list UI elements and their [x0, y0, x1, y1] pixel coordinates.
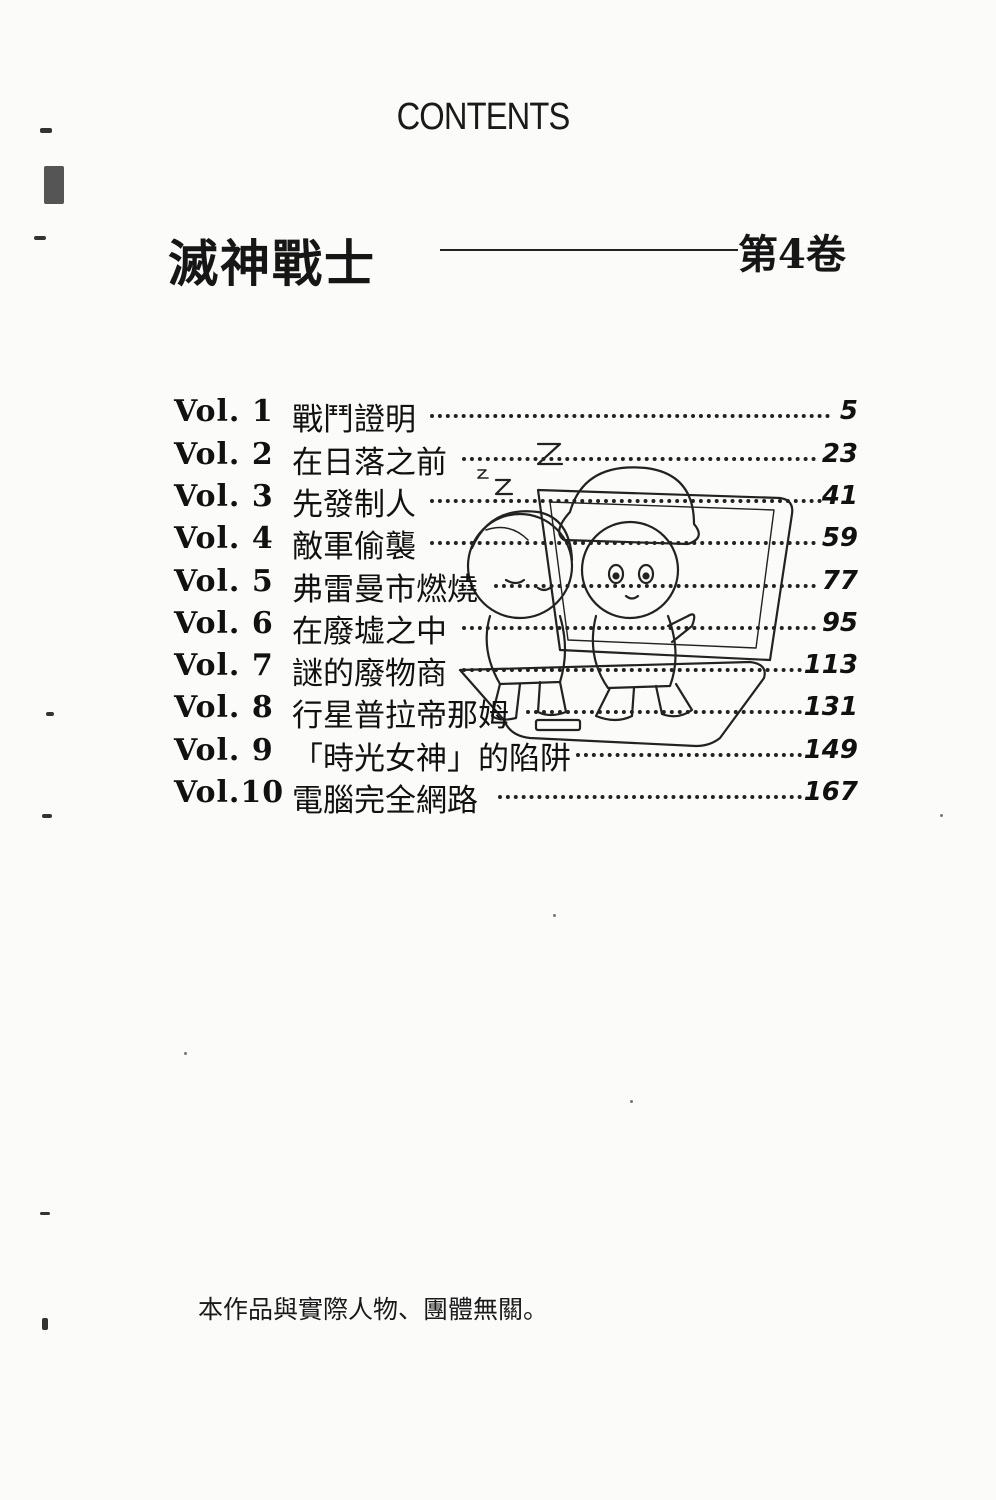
toc-row[interactable]: Vol. 9 「時光女神」的陷阱 149	[0, 733, 996, 777]
toc-chapter-title: 先發制人	[292, 487, 416, 523]
toc-row[interactable]: Vol. 5 弗雷曼市燃燒 77	[0, 564, 996, 608]
volume-label: 第4卷	[738, 231, 846, 278]
toc-page-number: 95	[821, 608, 858, 638]
binding-mark	[40, 1212, 50, 1215]
toc-leader-dots	[462, 457, 816, 461]
toc-leader-dots	[526, 710, 802, 714]
toc-volume-number: Vol. 1	[174, 394, 274, 429]
toc-row[interactable]: Vol. 3 先發制人 41	[0, 479, 996, 523]
toc-volume-number: Vol. 8	[174, 690, 274, 725]
toc-volume-number: Vol. 9	[174, 733, 274, 768]
toc-list: Vol. 1 戰鬥證明 5 Vol. 2 在日落之前 23 Vol. 3 先發制…	[0, 394, 996, 819]
toc-leader-dots	[494, 584, 816, 588]
toc-volume-number: Vol. 2	[174, 437, 274, 472]
binding-mark	[42, 1318, 48, 1330]
toc-chapter-title: 「時光女神」的陷阱	[292, 741, 571, 777]
series-title: 滅神戰士	[168, 235, 376, 293]
speck	[630, 1100, 633, 1103]
title-rule	[440, 249, 738, 251]
binding-mark	[46, 712, 54, 716]
toc-chapter-title: 在日落之前	[292, 445, 447, 481]
chibi-laptop-illustration	[458, 442, 794, 748]
toc-chapter-title: 敵軍偷襲	[292, 529, 416, 565]
toc-page-number: 77	[821, 566, 858, 596]
toc-row[interactable]: Vol. 4 敵軍偷襲 59	[0, 521, 996, 565]
toc-chapter-title: 在廢墟之中	[292, 614, 447, 650]
toc-row[interactable]: Vol. 2 在日落之前 23	[0, 437, 996, 481]
toc-leader-dots	[430, 414, 830, 418]
toc-volume-number: Vol. 4	[174, 521, 274, 556]
toc-page-number: 167	[803, 777, 858, 807]
toc-chapter-title: 電腦完全網路	[292, 783, 478, 819]
toc-page-number: 131	[803, 692, 858, 722]
toc-leader-dots	[430, 499, 822, 503]
toc-leader-dots	[462, 668, 802, 672]
toc-volume-number: Vol.10	[174, 775, 285, 810]
toc-row[interactable]: Vol. 6 在廢墟之中 95	[0, 606, 996, 650]
toc-row[interactable]: Vol. 7 謎的廢物商 113	[0, 648, 996, 692]
toc-row[interactable]: Vol.10 電腦完全網路 167	[0, 775, 996, 819]
binding-mark	[42, 814, 52, 818]
toc-page-number: 113	[803, 650, 858, 680]
disclaimer: 本作品與實際人物、團體無關。	[198, 1295, 549, 1324]
toc-page-number: 23	[821, 439, 858, 469]
toc-volume-number: Vol. 5	[174, 564, 274, 599]
toc-volume-number: Vol. 6	[174, 606, 274, 641]
toc-leader-dots	[462, 626, 816, 630]
toc-volume-number: Vol. 3	[174, 479, 274, 514]
toc-volume-number: Vol. 7	[174, 648, 274, 683]
toc-page-number: 5	[839, 396, 858, 426]
toc-leader-dots	[576, 753, 802, 757]
toc-chapter-title: 行星普拉帝那姆	[292, 698, 509, 734]
toc-page-number: 59	[821, 523, 858, 553]
toc-leader-dots	[498, 795, 802, 799]
toc-page-number: 41	[821, 481, 858, 511]
toc-leader-dots	[430, 541, 816, 545]
toc-row[interactable]: Vol. 1 戰鬥證明 5	[0, 394, 996, 438]
binding-mark	[40, 128, 52, 133]
toc-chapter-title: 戰鬥證明	[292, 402, 416, 438]
contents-heading: CONTENTS	[396, 96, 571, 138]
binding-mark	[34, 236, 46, 240]
binding-mark	[44, 166, 64, 204]
toc-page-number: 149	[803, 735, 858, 765]
toc-row[interactable]: Vol. 8 行星普拉帝那姆 131	[0, 690, 996, 734]
speck	[940, 814, 943, 817]
speck	[184, 1052, 187, 1055]
speck	[553, 914, 556, 917]
toc-chapter-title: 弗雷曼市燃燒	[292, 572, 478, 608]
toc-chapter-title: 謎的廢物商	[292, 656, 447, 692]
